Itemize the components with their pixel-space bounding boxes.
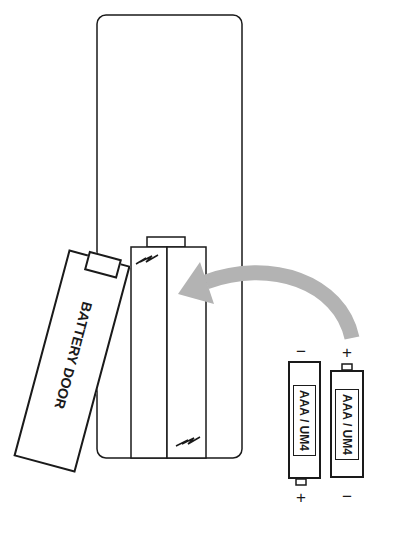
spring-contact xyxy=(136,255,158,264)
door-latch xyxy=(84,251,122,279)
battery-door: BATTERY DOOR xyxy=(13,249,130,472)
battery-type: AAA / UM4 xyxy=(297,390,311,451)
compartment-tab xyxy=(147,237,185,247)
polarity-sign: − xyxy=(342,488,352,505)
polarity-sign: + xyxy=(342,344,352,361)
battery-terminal xyxy=(296,479,306,485)
battery: AAA / UM4 xyxy=(330,370,364,478)
polarity-sign: + xyxy=(296,489,306,506)
battery-type: AAA / UM4 xyxy=(340,394,354,455)
battery-label-band: AAA / UM4 xyxy=(293,385,316,456)
battery-slot xyxy=(131,247,167,458)
polarity-sign: − xyxy=(296,343,306,360)
insert-arrowhead xyxy=(178,262,214,304)
battery: AAA / UM4 xyxy=(288,361,321,479)
door-label: BATTERY DOOR xyxy=(52,300,96,411)
battery-label-band: AAA / UM4 xyxy=(335,389,359,460)
insert-arrow xyxy=(206,273,352,338)
remote-body xyxy=(97,15,242,458)
spring-contact xyxy=(176,437,200,446)
